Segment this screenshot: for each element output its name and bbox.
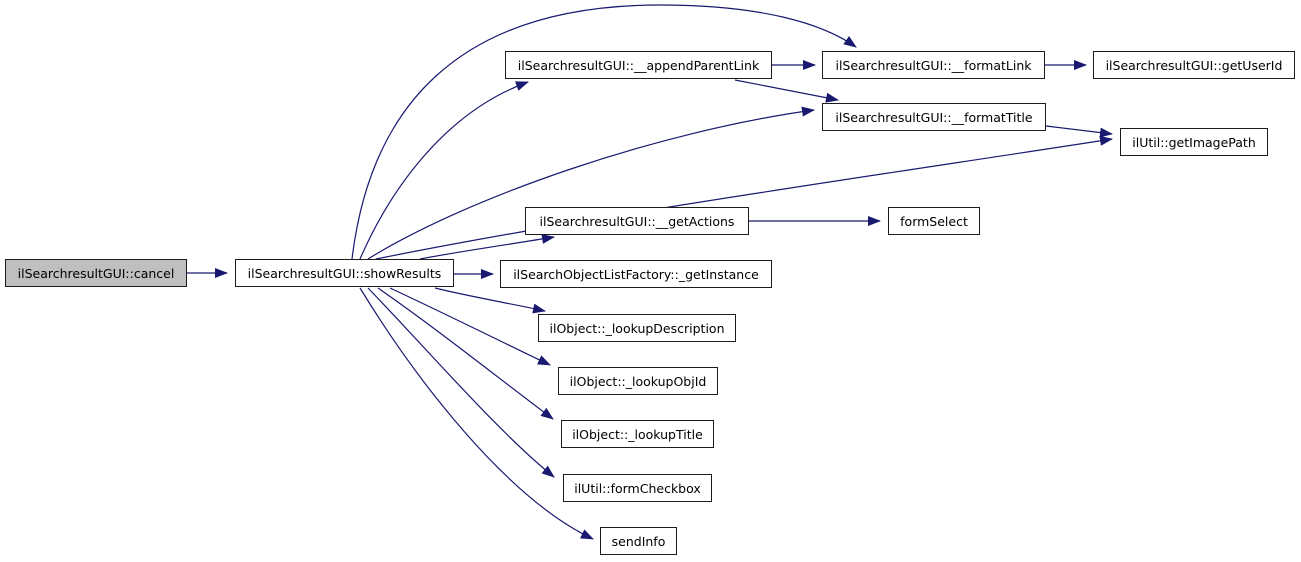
node-label: ilObject::_lookupObjId — [569, 373, 707, 389]
node-lookupTitle[interactable]: ilObject::_lookupTitle — [561, 420, 714, 448]
node-lookupDescription[interactable]: ilObject::_lookupDescription — [538, 314, 736, 342]
node-label: ilObject::_lookupDescription — [549, 320, 725, 336]
node-label: ilSearchresultGUI::cancel — [17, 265, 175, 281]
node-getImagePath[interactable]: ilUtil::getImagePath — [1120, 128, 1268, 156]
node-label: sendInfo — [611, 533, 666, 549]
node-getInstance[interactable]: ilSearchObjectListFactory::_getInstance — [500, 260, 772, 288]
node-label: ilSearchresultGUI::showResults — [247, 265, 442, 281]
node-lookupObjId[interactable]: ilObject::_lookupObjId — [558, 367, 718, 395]
node-label: ilSearchresultGUI::getUserId — [1105, 57, 1283, 73]
node-getActions[interactable]: ilSearchresultGUI::__getActions — [525, 207, 749, 235]
node-label: ilSearchresultGUI::__appendParentLink — [517, 57, 760, 73]
node-sendInfo[interactable]: sendInfo — [600, 527, 677, 555]
node-label: ilUtil::getImagePath — [1132, 134, 1256, 150]
node-label: ilSearchresultGUI::__formatLink — [835, 57, 1032, 73]
node-label: ilObject::_lookupTitle — [572, 426, 703, 442]
node-label: ilUtil::formCheckbox — [574, 480, 701, 496]
node-label: ilSearchresultGUI::__getActions — [539, 213, 735, 229]
node-formatTitle[interactable]: ilSearchresultGUI::__formatTitle — [822, 103, 1046, 131]
node-getUserId[interactable]: ilSearchresultGUI::getUserId — [1093, 51, 1295, 79]
node-appendParentLink[interactable]: ilSearchresultGUI::__appendParentLink — [505, 51, 772, 79]
node-formSelect[interactable]: formSelect — [888, 207, 980, 235]
node-label: ilSearchresultGUI::__formatTitle — [835, 109, 1033, 125]
node-formCheckbox[interactable]: ilUtil::formCheckbox — [563, 474, 712, 502]
node-formatLink[interactable]: ilSearchresultGUI::__formatLink — [822, 51, 1045, 79]
node-cancel: ilSearchresultGUI::cancel — [5, 259, 187, 287]
node-showResults[interactable]: ilSearchresultGUI::showResults — [235, 259, 454, 287]
node-label: formSelect — [900, 213, 968, 229]
node-label: ilSearchObjectListFactory::_getInstance — [513, 266, 759, 282]
